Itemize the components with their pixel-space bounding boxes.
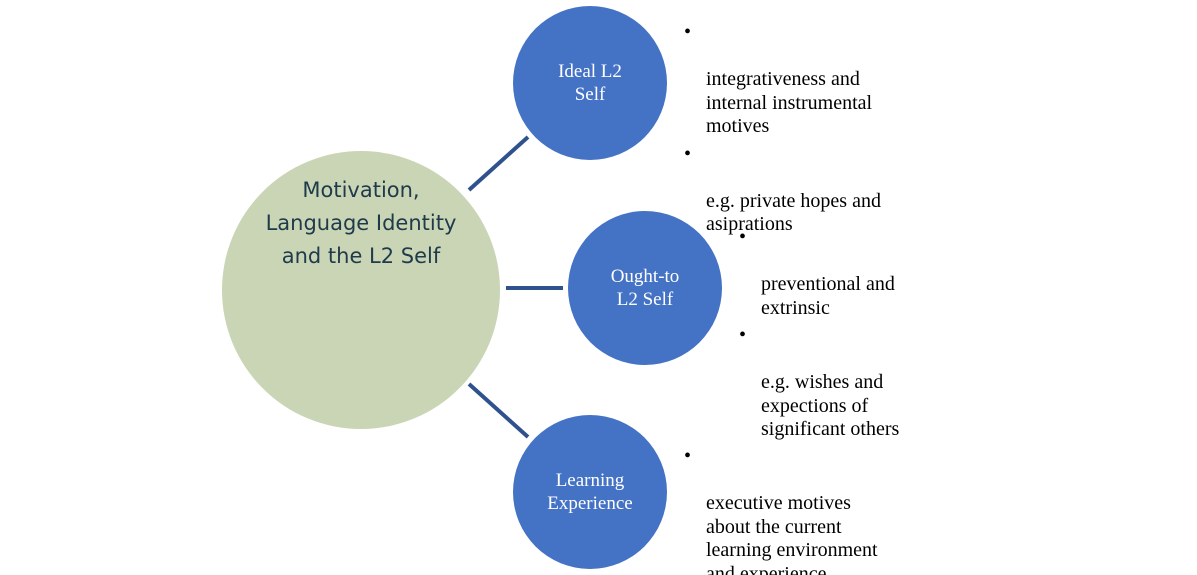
learning-experience-label: Learning Experience	[547, 470, 633, 514]
ideal-l2-self-label: Ideal L2 Self	[558, 61, 622, 105]
bullet-item: • executive motives about the current le…	[684, 445, 944, 575]
learning-experience-circle: Learning Experience	[513, 415, 667, 569]
bullet-text: integrativeness and internal instrumenta…	[706, 68, 873, 137]
bullet-dot-icon: •	[739, 324, 747, 346]
learning-experience-bullets: • executive motives about the current le…	[684, 445, 944, 575]
ought-to-l2-self-circle: Ought-to L2 Self	[568, 211, 722, 365]
bullet-item: • preventional and extrinsic	[739, 226, 989, 320]
bullet-dot-icon: •	[684, 142, 692, 165]
bullet-item: • integrativeness and internal instrumen…	[684, 21, 944, 139]
ideal-l2-self-bullets: • integrativeness and internal instrumen…	[684, 21, 944, 241]
connector-learning	[467, 382, 530, 439]
center-circle: Motivation, Language Identity and the L2…	[222, 151, 500, 429]
bullet-dot-icon: •	[684, 445, 692, 467]
ought-to-l2-self-bullets: • preventional and extrinsic • e.g. wish…	[739, 226, 989, 446]
bullet-text: preventional and extrinsic	[761, 273, 895, 319]
bullet-dot-icon: •	[684, 21, 692, 43]
ought-to-l2-self-label: Ought-to L2 Self	[610, 266, 680, 310]
bullet-item: • e.g. wishes and expections of signific…	[739, 324, 989, 442]
connector-ideal	[467, 135, 530, 192]
bullet-dot-icon: •	[739, 226, 747, 248]
ideal-l2-self-circle: Ideal L2 Self	[513, 6, 667, 160]
bullet-item: • e.g. private hopes and asiprations	[684, 143, 944, 237]
center-label: Motivation, Language Identity and the L2…	[265, 178, 457, 268]
bullet-text: e.g. wishes and expections of significan…	[761, 371, 900, 440]
bullet-text: executive motives about the current lear…	[706, 492, 878, 575]
bullet-text: e.g. private hopes and asiprations	[706, 189, 881, 236]
